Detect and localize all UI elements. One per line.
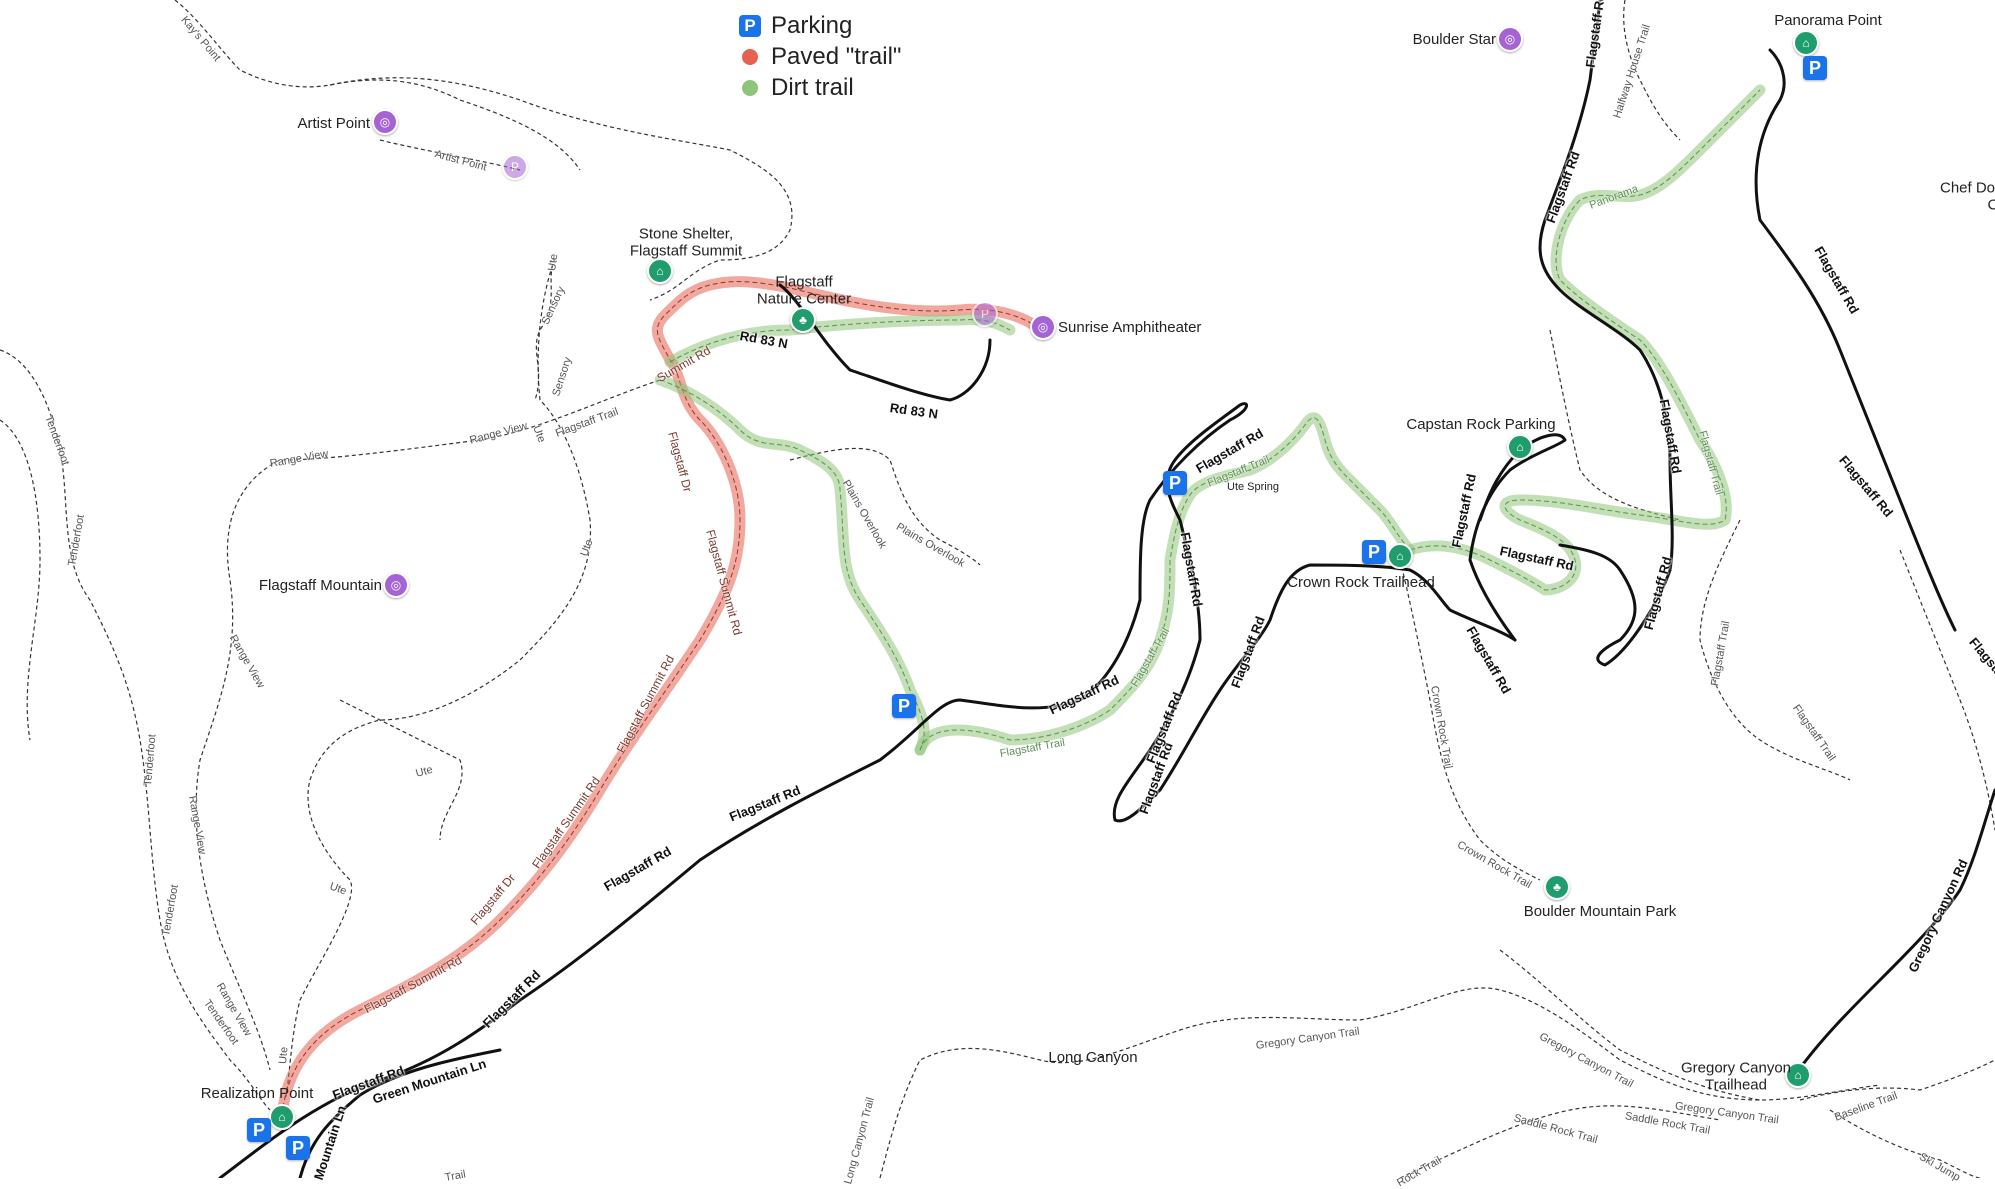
trail-range-view (195, 379, 661, 1071)
trail-panorama-link (1549, 329, 1681, 521)
parking-icon[interactable]: P (1163, 471, 1187, 495)
road-flagstaff-far-east (1754, 48, 1957, 632)
parking-viewpoint-icon[interactable]: P (972, 301, 998, 327)
shelter-icon[interactable]: ⌂ (269, 1104, 295, 1130)
trail-gregory-canyon (1499, 949, 1761, 1101)
legend-label-paved: Paved "trail" (771, 42, 902, 70)
poi-gregory-canyon-trailhead: Gregory Canyon Trailhead (1680, 1059, 1792, 1093)
shelter-icon[interactable]: ⌂ (647, 258, 673, 284)
poi-realization-point: Realization Point (200, 1084, 314, 1102)
poi-ute-spring: Ute Spring (1227, 480, 1279, 493)
poi-long-canyon: Long Canyon (1048, 1048, 1138, 1066)
trail-tenderfoot-left (0, 419, 41, 741)
park-icon[interactable]: ♣ (1544, 874, 1570, 900)
parking-icon[interactable]: P (247, 1118, 271, 1142)
poi-flagstaff-mountain: Flagstaff Mountain (258, 576, 382, 594)
poi-panorama-point: Panorama Point (1774, 11, 1882, 29)
poi-artist-point: Artist Point (297, 114, 370, 132)
parking-icon[interactable]: P (1803, 56, 1827, 80)
poi-chef-dol: Chef Dol C (1940, 179, 1995, 213)
legend-item-paved: Paved "trail" (739, 41, 901, 72)
shelter-icon[interactable]: ⌂ (1507, 434, 1533, 460)
amphitheater-icon[interactable]: ◎ (1030, 314, 1056, 340)
trail-long-canyon-main (879, 987, 1881, 1178)
poi-boulder-mountain-park: Boulder Mountain Park (1523, 902, 1677, 920)
shelter-icon[interactable]: ⌂ (1387, 543, 1413, 569)
viewpoint-icon[interactable]: ◎ (1497, 26, 1523, 52)
trail-plains-overlook (789, 447, 981, 566)
trail-label-trail: Trail (443, 1168, 467, 1184)
trail-outer-loop (329, 77, 793, 301)
legend-item-dirt: Dirt trail (739, 72, 901, 103)
roads (218, 0, 1995, 1178)
trail-label-ute: Ute (277, 1046, 291, 1065)
poi-capstan-rock-parking: Capstan Rock Parking (1406, 415, 1556, 433)
trail-label-ute: Ute (546, 253, 561, 272)
poi-stone-shelter: Stone Shelter, Flagstaff Summit (629, 225, 743, 259)
trail-tenderfoot-west (0, 349, 271, 1111)
legend-item-parking: P Parking (739, 10, 901, 41)
trail-ski-jump (1829, 1109, 1981, 1178)
parking-icon: P (739, 14, 761, 37)
legend: P Parking Paved "trail" Dirt trail (739, 10, 901, 103)
road-flagstaff-east (1538, 0, 1674, 667)
parking-icon[interactable]: P (892, 694, 916, 718)
poi-boulder-star: Boulder Star (1412, 30, 1496, 48)
legend-label-dirt: Dirt trail (771, 73, 854, 101)
dirt-dot-icon (742, 79, 758, 96)
poi-sunrise-amphitheater: Sunrise Amphitheater (1058, 318, 1202, 336)
parking-icon[interactable]: P (1362, 540, 1386, 564)
viewpoint-icon[interactable]: ◎ (383, 572, 409, 598)
dirt-trails-line (659, 89, 1761, 751)
trail-ute-loop (284, 257, 592, 1101)
parking-icon[interactable]: P (286, 1136, 310, 1160)
paved-dot-icon (742, 48, 758, 65)
shelter-icon[interactable]: ⌂ (1785, 1062, 1811, 1088)
road-flagstaff-main (218, 402, 1517, 1178)
trail-lower-ute (339, 699, 463, 841)
road-gregory-canyon (1793, 788, 1995, 1077)
trail-east-edge (1899, 549, 1995, 831)
trail-kays-point (174, 0, 581, 171)
nature-center-icon[interactable]: ♣ (790, 307, 816, 333)
poi-nature-center: Flagstaff Nature Center (756, 273, 852, 307)
trail-baseline (1799, 1059, 1995, 1101)
trail-sensory (534, 257, 556, 401)
paved-trail-line (282, 281, 1041, 1109)
shelter-icon[interactable]: ⌂ (1793, 30, 1819, 56)
trail-crown-rock (1399, 559, 1541, 881)
road-flagstaff-upper (1468, 433, 1567, 642)
poi-crown-rock-trailhead: Crown Rock Trailhead (1287, 573, 1435, 591)
parking-viewpoint-icon[interactable]: P (502, 154, 528, 180)
viewpoint-icon[interactable]: ◎ (372, 109, 398, 135)
dirt-trails-glow (654, 84, 1766, 756)
trail-saddle-rock (1399, 1105, 1721, 1178)
road-green-mountain-ln (298, 1048, 502, 1178)
legend-label-parking: Parking (771, 11, 853, 39)
